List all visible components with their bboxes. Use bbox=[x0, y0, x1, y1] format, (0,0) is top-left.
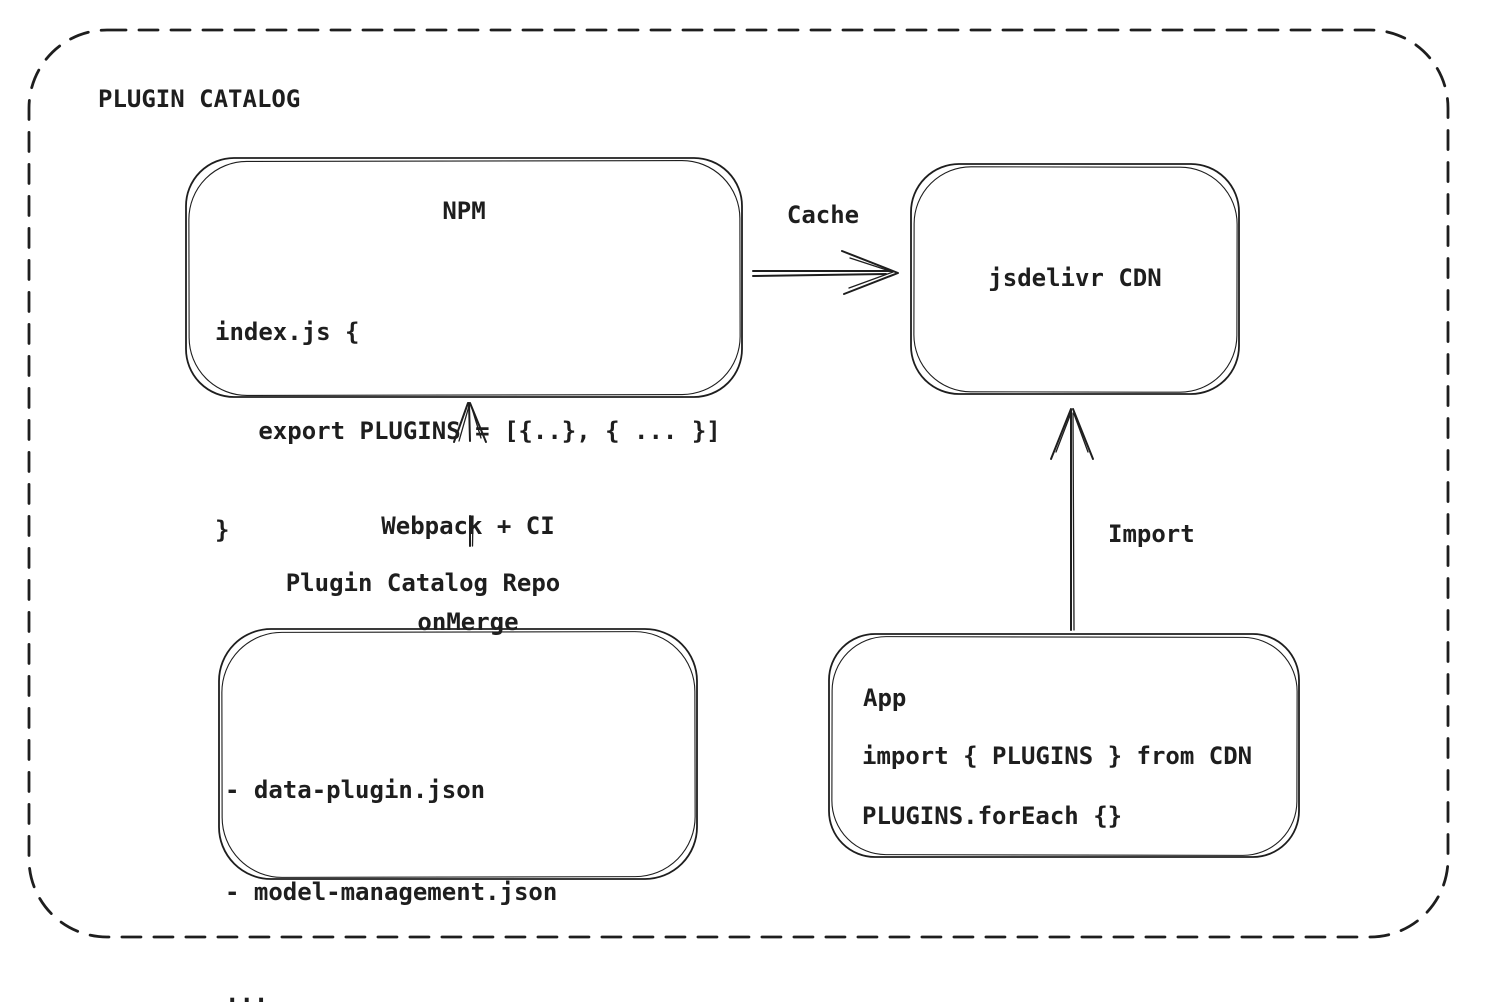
app-code-line: import { PLUGINS } from CDN bbox=[862, 742, 1253, 770]
cdn-title: jsdelivr CDN bbox=[988, 264, 1162, 292]
repo-file-item: - model-management.json bbox=[225, 878, 558, 906]
build-arrow-label: Webpack + CI onMerge bbox=[318, 446, 618, 702]
repo-file-item: ... bbox=[225, 980, 269, 1002]
import-arrow bbox=[1050, 408, 1094, 631]
outer-dashed-border bbox=[27, 28, 1450, 939]
build-arrow-label-line2: onMerge bbox=[417, 608, 519, 636]
npm-code-line: } bbox=[215, 516, 230, 544]
cache-arrow bbox=[752, 250, 899, 295]
app-code-line: PLUGINS.forEach {} bbox=[862, 802, 1123, 830]
import-arrow-label: Import bbox=[1108, 520, 1195, 548]
repo-file-list: - data-plugin.json - model-management.js… bbox=[225, 705, 557, 1002]
build-arrow-label-line1: Webpack + CI bbox=[381, 512, 555, 540]
app-box bbox=[828, 633, 1300, 858]
npm-code-line: index.js { bbox=[215, 318, 360, 346]
npm-code: index.js { export PLUGINS = [{..}, { ...… bbox=[215, 250, 721, 613]
diagram-title: PLUGIN CATALOG bbox=[98, 85, 301, 113]
npm-box bbox=[185, 157, 743, 398]
repo-box bbox=[218, 628, 698, 880]
repo-title: Plugin Catalog Repo bbox=[285, 569, 561, 597]
cdn-box bbox=[910, 163, 1240, 395]
repo-file-item: - data-plugin.json bbox=[225, 776, 486, 804]
app-title: App bbox=[863, 684, 907, 712]
cache-arrow-label: Cache bbox=[786, 201, 860, 229]
build-arrow bbox=[453, 402, 487, 547]
npm-code-line: export PLUGINS = [{..}, { ... }] bbox=[215, 417, 721, 445]
npm-title: NPM bbox=[442, 197, 486, 225]
